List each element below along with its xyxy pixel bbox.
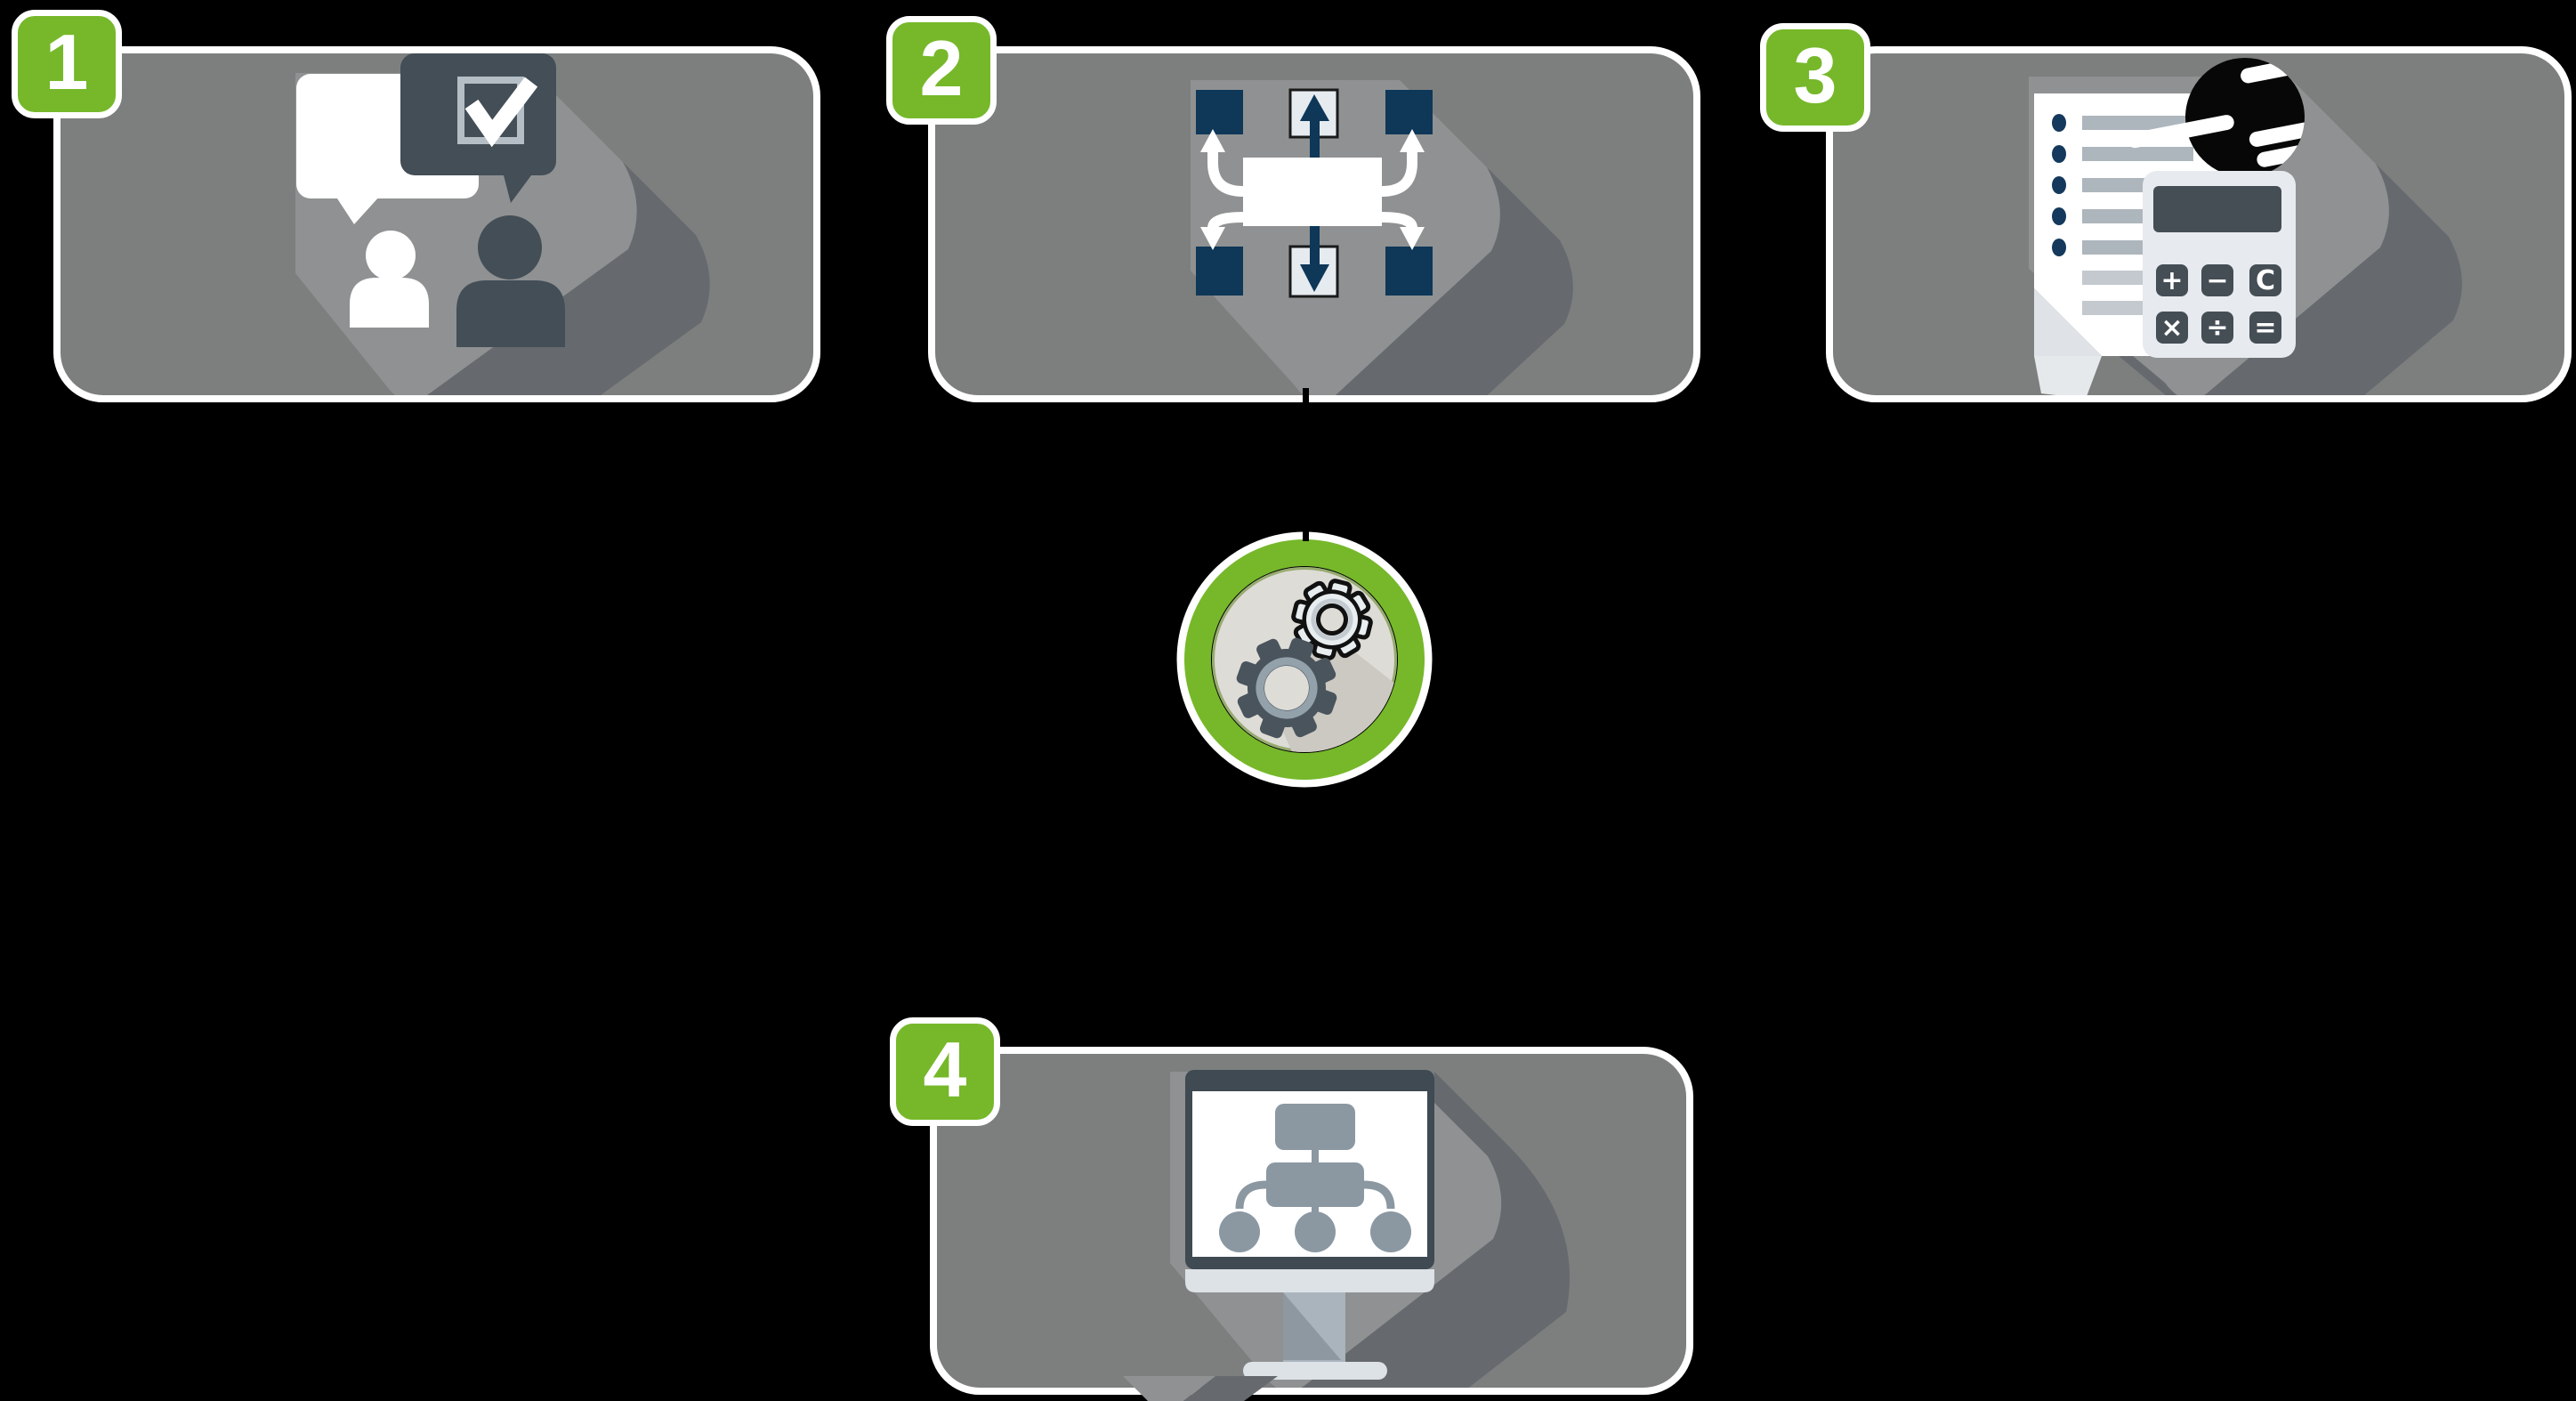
- calculator-icon: + − C × ÷ =: [2143, 171, 2296, 358]
- step-badge-3: 3: [1760, 23, 1870, 132]
- shadow-wedge: [1123, 1376, 1278, 1401]
- central-module: [1243, 158, 1382, 226]
- step-number-2: 2: [919, 24, 964, 112]
- navy-blocks: [1196, 90, 1433, 296]
- key-multiply: ×: [2160, 312, 2183, 344]
- system-structure-monitor-icon: [1170, 1070, 1571, 1388]
- calculator-display: [2153, 186, 2281, 232]
- monitor-icon: [1185, 1070, 1434, 1380]
- connector-line: [1303, 388, 1309, 541]
- process-gears-icon: [1176, 531, 1433, 788]
- striped-sphere-logo-icon: [2127, 58, 2305, 177]
- consultation-approval-icon: [295, 53, 710, 395]
- calculator-keys: + − C × ÷ =: [2156, 264, 2281, 344]
- key-clear: C: [2256, 265, 2275, 296]
- bullet-dots: [2052, 114, 2066, 256]
- navy-arrows: [1300, 94, 1329, 292]
- step-card-2: [928, 46, 1700, 402]
- list-lines: [2082, 116, 2216, 315]
- key-plus: +: [2160, 265, 2183, 296]
- white-arrowheads: [1200, 129, 1425, 250]
- hub-green-ring: [1184, 539, 1425, 780]
- large-gear: [1236, 637, 1337, 739]
- step-card-1: [53, 46, 820, 402]
- person-white-icon: [350, 231, 429, 328]
- data-interface-exchange-icon: [1191, 80, 1573, 395]
- step-card-3: + − C × ÷ =: [1826, 46, 2572, 402]
- monitor-stand: [1243, 1292, 1387, 1380]
- step-number-3: 3: [1793, 31, 1837, 119]
- key-equals: =: [2254, 312, 2276, 344]
- step-badge-2: 2: [886, 16, 997, 125]
- step-number-4: 4: [923, 1025, 967, 1114]
- monitor-chin: [1185, 1269, 1434, 1292]
- key-minus: −: [2206, 265, 2228, 296]
- flowchart-icon: [1219, 1104, 1411, 1252]
- step-card-4: [930, 1047, 1693, 1395]
- step-badge-4: 4: [890, 1017, 1000, 1126]
- checkbox-icon: [457, 77, 538, 148]
- step-badge-1: 1: [12, 10, 122, 118]
- step-number-1: 1: [44, 18, 89, 106]
- key-divide: ÷: [2206, 312, 2228, 344]
- cost-calculation-icon: + − C × ÷ =: [2029, 58, 2462, 395]
- person-dark-icon: [456, 215, 565, 347]
